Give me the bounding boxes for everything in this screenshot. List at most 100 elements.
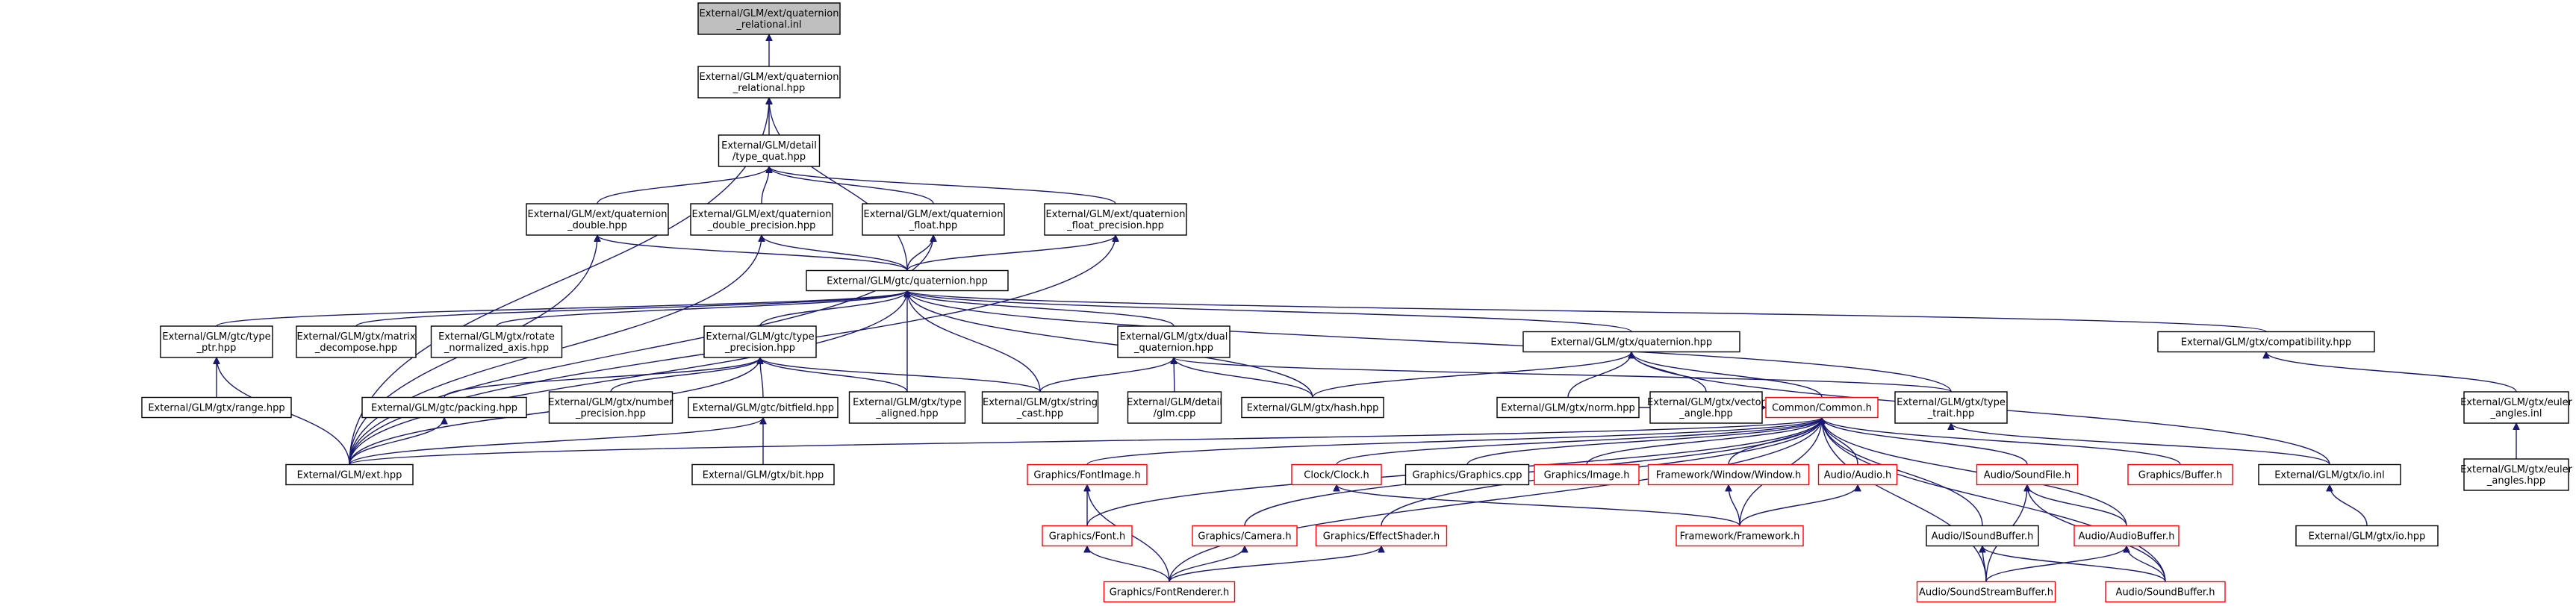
- node-effectshader[interactable]: Graphics/EffectShader.h: [1315, 525, 1448, 547]
- node-soundstream[interactable]: Audio/SoundStreamBuffer.h: [1916, 581, 2056, 603]
- node-camera[interactable]: Graphics/Camera.h: [1192, 525, 1298, 547]
- node-label: External/GLM/detail: [721, 140, 817, 152]
- node-gbuffer[interactable]: Graphics/Buffer.h: [2127, 463, 2233, 486]
- node-box: [1817, 463, 1898, 486]
- node-label: _double_precision.hpp: [707, 220, 816, 231]
- node-gtctypeprec[interactable]: External/GLM/gtc/type_precision.hpp: [703, 325, 817, 358]
- node-typetrait[interactable]: External/GLM/gtx/type_trait.hpp: [1894, 391, 2008, 424]
- edge-ioinl-to-typetrait: [1951, 422, 2330, 466]
- node-numprec[interactable]: External/GLM/gtx/number_precision.hpp: [548, 391, 673, 424]
- node-bitfield[interactable]: External/GLM/gtc/bitfield.hpp: [688, 396, 839, 419]
- node-gtctypeptr[interactable]: External/GLM/gtc/type_ptr.hpp: [160, 325, 273, 358]
- node-label: Audio/Audio.h: [1824, 470, 1891, 481]
- node-label: Audio/SoundBuffer.h: [2116, 587, 2215, 599]
- node-box: [1044, 203, 1187, 236]
- node-packing[interactable]: External/GLM/gtc/packing.hpp: [361, 396, 527, 419]
- node-box: [1765, 396, 1879, 419]
- node-label: _float_precision.hpp: [1066, 220, 1164, 231]
- node-label: Graphics/Camera.h: [1198, 531, 1291, 543]
- node-fontrenderer[interactable]: Graphics/FontRenderer.h: [1103, 581, 1236, 603]
- node-exthpp[interactable]: External/GLM/ext.hpp: [285, 463, 414, 486]
- edge-gtctypeprec-to-gtcquat: [759, 290, 907, 327]
- node-gtxquat[interactable]: External/GLM/gtx/quaternion.hpp: [1522, 331, 1740, 353]
- node-dualquat[interactable]: External/GLM/gtx/dual_quaternion.hpp: [1117, 325, 1231, 358]
- node-root[interactable]: External/GLM/ext/quaternion_relational.i…: [697, 2, 841, 35]
- edge-typetrait-to-dualquat: [1174, 357, 1952, 393]
- node-label: External/GLM/ext.hpp: [297, 470, 402, 481]
- node-box: [2073, 525, 2180, 547]
- node-clock[interactable]: Clock/Clock.h: [1291, 463, 1382, 486]
- node-strcast[interactable]: External/GLM/gtx/string_cast.hpp: [981, 391, 1099, 424]
- node-label: External/GLM/gtx/dual: [1120, 331, 1228, 343]
- node-box: [548, 391, 673, 424]
- node-qdouble[interactable]: External/GLM/ext/quaternion_double.hpp: [526, 203, 669, 236]
- node-ioinl[interactable]: External/GLM/gtx/io.inl: [2258, 463, 2401, 486]
- node-soundbuffer[interactable]: Audio/SoundBuffer.h: [2105, 581, 2226, 603]
- node-label: Framework/Window/Window.h: [1656, 470, 1801, 481]
- node-box: [1027, 463, 1148, 486]
- node-box: [1496, 396, 1640, 419]
- node-label: External/GLM/gtx/hash.hpp: [1247, 403, 1379, 414]
- node-compat[interactable]: External/GLM/gtx/compatibility.hpp: [2157, 331, 2375, 353]
- node-label: Graphics/Buffer.h: [2138, 470, 2222, 481]
- edge-framework-to-window: [1729, 485, 1740, 526]
- node-window[interactable]: Framework/Window/Window.h: [1647, 463, 1810, 486]
- node-soundfile[interactable]: Audio/SoundFile.h: [1976, 463, 2079, 486]
- node-isoundbuffer[interactable]: Audio/ISoundBuffer.h: [1926, 525, 2039, 547]
- edge-soundstream-to-audiobuffer: [1985, 546, 2127, 582]
- node-eulerinl[interactable]: External/GLM/gtx/euler_angles.inl: [2460, 391, 2573, 424]
- node-qrel[interactable]: External/GLM/ext/quaternion_relational.h…: [697, 66, 841, 99]
- edge-hash-to-gtxquat: [1312, 352, 1631, 398]
- node-box: [1976, 463, 2079, 486]
- edge-exthpp-to-common: [349, 416, 1822, 466]
- node-graphicscpp[interactable]: Graphics/Graphics.cpp: [1404, 463, 1530, 486]
- node-box: [430, 325, 563, 358]
- node-glmcpp[interactable]: External/GLM/detail/glm.cpp: [1127, 391, 1222, 424]
- node-box: [1676, 525, 1804, 547]
- node-box: [2295, 525, 2439, 547]
- node-label: Common/Common.h: [1772, 403, 1872, 414]
- node-common[interactable]: Common/Common.h: [1765, 396, 1879, 419]
- node-label: Audio/ISoundBuffer.h: [1932, 531, 2034, 543]
- node-matdecomp[interactable]: External/GLM/gtx/matrix_decompose.hpp: [296, 325, 417, 358]
- node-label: Graphics/FontRenderer.h: [1110, 587, 1230, 599]
- edge-packing-to-gtctypeprec: [444, 357, 760, 398]
- node-tquat[interactable]: External/GLM/detail/type_quat.hpp: [718, 134, 821, 167]
- node-bithpp[interactable]: External/GLM/gtx/bit.hpp: [691, 463, 835, 486]
- node-qfloatprec[interactable]: External/GLM/ext/quaternion_float_precis…: [1044, 203, 1187, 236]
- node-vecangle[interactable]: External/GLM/gtx/vector_angle.hpp: [1647, 391, 1766, 424]
- node-audioh[interactable]: Audio/Audio.h: [1817, 463, 1898, 486]
- edge-eulerinl-to-compat: [2266, 352, 2517, 393]
- node-image[interactable]: Graphics/Image.h: [1534, 463, 1640, 486]
- node-qfloat[interactable]: External/GLM/ext/quaternion_float.hpp: [862, 203, 1005, 236]
- node-label: _relational.hpp: [732, 83, 806, 94]
- node-range[interactable]: External/GLM/gtx/range.hpp: [141, 396, 292, 419]
- node-box: [1117, 325, 1231, 358]
- edge-qfloat-to-tquat: [769, 166, 934, 204]
- node-eulerhpp[interactable]: External/GLM/gtx/euler_angles.hpp: [2460, 458, 2573, 491]
- node-label: _decompose.hpp: [314, 343, 397, 354]
- node-box: [1241, 396, 1384, 419]
- node-qdoubleprec[interactable]: External/GLM/ext/quaternion_double_preci…: [690, 203, 833, 236]
- node-box: [691, 463, 835, 486]
- node-norm[interactable]: External/GLM/gtx/norm.hpp: [1496, 396, 1640, 419]
- node-label: _cast.hpp: [1016, 408, 1063, 419]
- node-label: _precision.hpp: [724, 343, 795, 354]
- node-label: _relational.inl: [735, 19, 801, 31]
- node-iohpp[interactable]: External/GLM/gtx/io.hpp: [2295, 525, 2439, 547]
- node-label: Audio/SoundFile.h: [1984, 470, 2071, 481]
- node-label: External/GLM/gtx/compatibility.hpp: [2181, 337, 2351, 349]
- node-typealigned[interactable]: External/GLM/gtx/type_aligned.hpp: [848, 391, 966, 424]
- node-font[interactable]: Graphics/Font.h: [1042, 525, 1133, 547]
- edge-camera-to-common: [1244, 418, 1822, 526]
- node-hash[interactable]: External/GLM/gtx/hash.hpp: [1241, 396, 1384, 419]
- node-box: [1926, 525, 2039, 547]
- node-box: [526, 203, 669, 236]
- node-rotnorm[interactable]: External/GLM/gtx/rotate_normalized_axis.…: [430, 325, 563, 358]
- node-audiobuffer[interactable]: Audio/AudioBuffer.h: [2073, 525, 2180, 547]
- node-framework[interactable]: Framework/Framework.h: [1676, 525, 1804, 547]
- node-label: Graphics/Image.h: [1544, 470, 1630, 481]
- node-fontimage[interactable]: Graphics/FontImage.h: [1027, 463, 1148, 486]
- node-gtcquat[interactable]: External/GLM/gtc/quaternion.hpp: [806, 269, 1009, 292]
- node-label: _angle.hpp: [1679, 408, 1732, 419]
